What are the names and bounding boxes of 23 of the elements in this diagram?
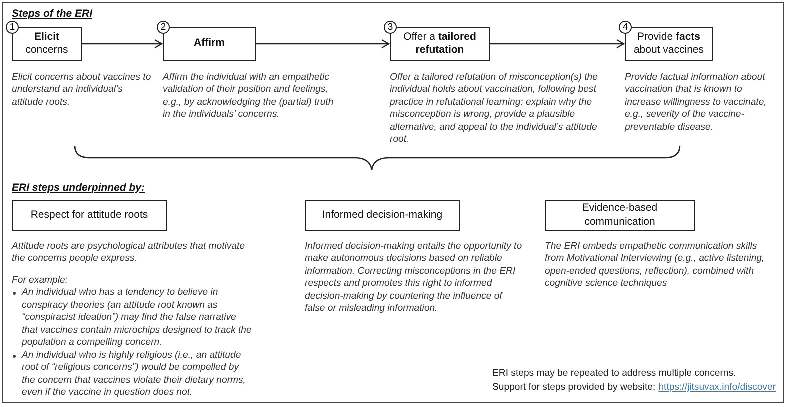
description-text: For example: xyxy=(12,274,69,288)
step-number: 3 xyxy=(384,21,397,34)
description-text: Affirm the individual with an empathetic validation of their position and feelings, e.g., by acknowledging the (partial) truth in the individuals’ concerns. xyxy=(163,72,335,122)
description-text: An individual who is highly religious (i.e., an attitude root of “religious concerns”) would be compelled by the concern that vaccines violate their dietary norms, even if the vaccine in question does not. xyxy=(22,350,246,398)
arrow xyxy=(490,39,625,49)
footnote-text: Support for steps provided by website: xyxy=(492,382,656,393)
description-text: Informed decision-making entails the opportunity to make autonomous decisions based on reliable information. Correcting misconceptions in the ERI respects and promotes this right to informed decision-making by countering the influence of false or misleading information. xyxy=(305,241,524,316)
description-text: Offer a tailored refutation of misconception(s) the individual holds about vaccination, following best practice in refutational learning: explain why the misconception is wrong, provide a plausible alternative, and appeal to the individual’s attitude root. xyxy=(390,72,599,147)
footnote-text: ERI steps may be repeated to address multiple concerns. xyxy=(492,368,736,379)
arrow xyxy=(256,39,390,49)
step-number: 2 xyxy=(157,21,170,34)
principle-box: Evidence-based communication xyxy=(545,200,695,231)
description-text: Provide factual information about vaccination that is known to increase willingness to vaccinate, e.g., severity of the vaccine-preventable disease. xyxy=(625,72,768,134)
principle-box: Respect for attitude roots xyxy=(12,200,167,231)
description-text: Elicit concerns about vaccines to understand an individual’s attitude roots. xyxy=(12,72,152,110)
website-link: https://jitsuvax.info/discover xyxy=(658,382,776,393)
description-text: Attitude roots are psychological attributes that motivate the concerns people express. xyxy=(12,241,246,266)
step-number: 1 xyxy=(6,21,19,34)
arrow xyxy=(82,39,163,49)
step-number: 4 xyxy=(619,21,632,34)
description-text: The ERI embeds empathetic communication skills from Motivational Interviewing (e.g., active listening, open-ended questions, reflection), combined with cognitive science techniques xyxy=(545,241,766,291)
principle-box: Informed decision-making xyxy=(305,200,460,231)
description-text: An individual who has a tendency to believe in conspiracy theories (an attitude root known as “conspiracist ideation”) may find the false narrative that vaccines contain microchips designed to track the population a compelling concern. xyxy=(22,287,252,348)
